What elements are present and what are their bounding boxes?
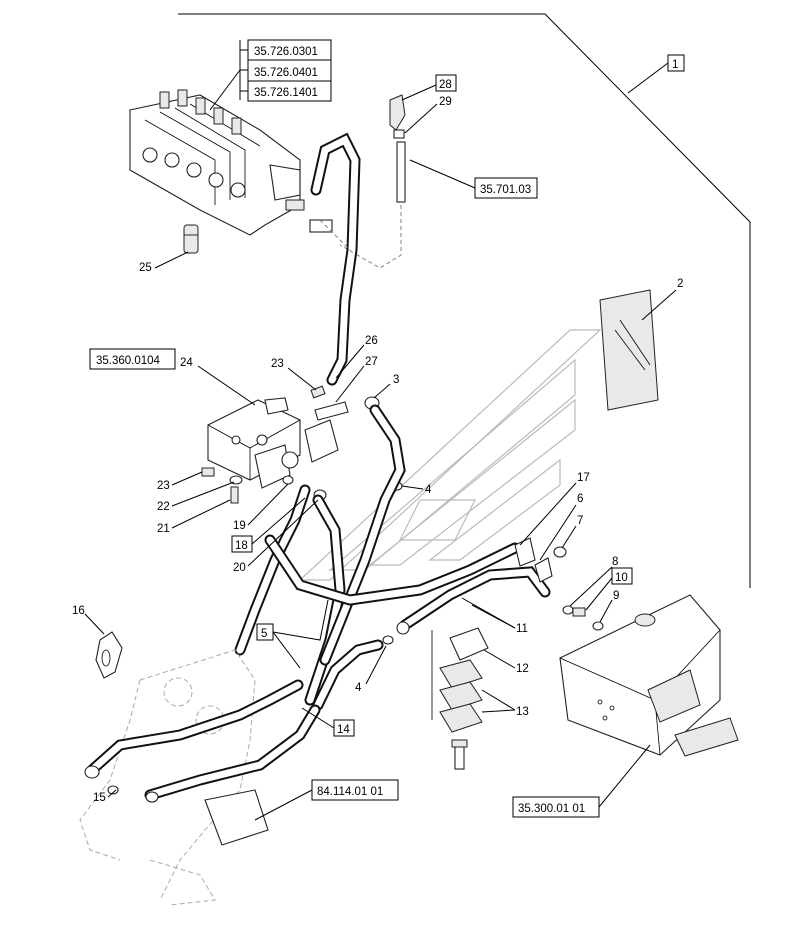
leader-23a <box>171 471 203 486</box>
callout-18: 18 <box>235 540 248 552</box>
callout-2: 2 <box>677 278 683 290</box>
leader-5b <box>272 631 301 669</box>
callout-28: 28 <box>439 79 452 91</box>
leader-21 <box>171 499 231 529</box>
leader-25 <box>154 251 189 269</box>
leader-20 <box>247 499 319 567</box>
leader-3 <box>373 383 391 399</box>
callout-7: 7 <box>577 515 583 527</box>
manual-2 <box>599 289 659 411</box>
leader-16 <box>84 613 105 635</box>
leader-7 <box>561 525 577 549</box>
fittings-group <box>201 385 403 504</box>
ref-box-group-top <box>209 40 248 111</box>
leader-1 <box>627 62 669 94</box>
callout-17: 17 <box>577 472 590 484</box>
ref-label-5: 35.360.0104 <box>96 355 161 367</box>
leader-13b <box>481 709 516 713</box>
callout-box-28[interactable] <box>435 74 457 92</box>
leader-9 <box>599 599 613 623</box>
leader-29 <box>404 103 438 134</box>
callout-9: 9 <box>613 590 619 602</box>
fitting-28-29 <box>339 94 406 269</box>
hydraulic-tank <box>559 594 739 757</box>
leader-15 <box>107 789 117 798</box>
leader-19 <box>247 483 289 526</box>
callout-23a: 23 <box>157 480 170 492</box>
callout-13: 13 <box>516 706 529 718</box>
callout-14: 14 <box>337 724 350 736</box>
leader-ref-4 <box>409 159 476 189</box>
callout-12: 12 <box>516 663 529 675</box>
callout-15: 15 <box>93 792 106 804</box>
callout-19: 19 <box>233 520 246 532</box>
leader-ref-6 <box>254 789 313 821</box>
lower-hoses <box>84 679 321 803</box>
leader-12 <box>483 649 516 669</box>
leader-4b <box>365 645 387 685</box>
leader-22 <box>171 481 235 507</box>
callout-25: 25 <box>139 262 152 274</box>
callout-6: 6 <box>577 493 583 505</box>
ref-label-6: 84.114.01 01 <box>317 786 383 798</box>
hose-lines <box>234 404 551 706</box>
leader-17 <box>519 482 577 546</box>
leader-2 <box>641 289 677 321</box>
leader-11b <box>471 604 516 629</box>
leader-13a <box>481 689 516 711</box>
callout-20: 20 <box>233 562 246 574</box>
callout-5: 5 <box>261 628 267 640</box>
callout-29: 29 <box>439 96 452 108</box>
leader-14 <box>301 707 335 729</box>
leader-4a <box>401 485 424 490</box>
callout-4b: 4 <box>355 682 362 694</box>
ref-label-4: 35.701.03 <box>480 184 531 196</box>
valve-block-24 <box>207 397 339 489</box>
callout-box-10[interactable] <box>611 567 633 585</box>
callout-23b: 23 <box>271 358 284 370</box>
leader-8 <box>569 566 613 607</box>
callout-11: 11 <box>516 623 528 635</box>
leader-23b <box>287 367 317 391</box>
callout-3: 3 <box>393 374 399 386</box>
leader-18 <box>251 497 306 545</box>
ref-label-1: 35.726.0301 <box>254 46 318 58</box>
callout-24: 24 <box>180 357 193 369</box>
leader-27 <box>335 365 365 403</box>
ref-label-7: 35.300.01 01 <box>518 803 585 815</box>
callout-22: 22 <box>157 501 170 513</box>
loader-frame <box>79 649 269 906</box>
callout-27: 27 <box>365 356 378 368</box>
pipe-26 <box>310 132 361 386</box>
clamps-12-13 <box>431 627 489 770</box>
callout-16: 16 <box>72 605 85 617</box>
ref-label-2: 35.726.0401 <box>254 67 318 79</box>
leader-24 <box>197 365 256 406</box>
control-valve-assembly <box>129 89 333 236</box>
callout-4a: 4 <box>425 484 432 496</box>
ref-box-5[interactable] <box>89 348 176 370</box>
assembly-bracket-line <box>178 13 751 588</box>
leader-28 <box>401 84 437 101</box>
leader-5a <box>272 599 329 641</box>
part-16 <box>95 631 123 679</box>
hose-4-lower <box>312 635 394 711</box>
callout-1: 1 <box>672 59 678 71</box>
ref-label-3: 35.726.1401 <box>254 87 318 99</box>
callout-26: 26 <box>365 335 378 347</box>
callout-21: 21 <box>157 523 170 535</box>
leader-6 <box>539 504 577 561</box>
callout-8: 8 <box>612 556 618 568</box>
leader-26 <box>335 344 365 379</box>
fitting-25 <box>183 224 199 254</box>
ref-box-3[interactable] <box>247 80 332 102</box>
leader-ref-7 <box>598 744 651 808</box>
callout-10: 10 <box>615 572 628 584</box>
watermark-logo <box>298 329 602 581</box>
leader-10 <box>585 577 613 611</box>
